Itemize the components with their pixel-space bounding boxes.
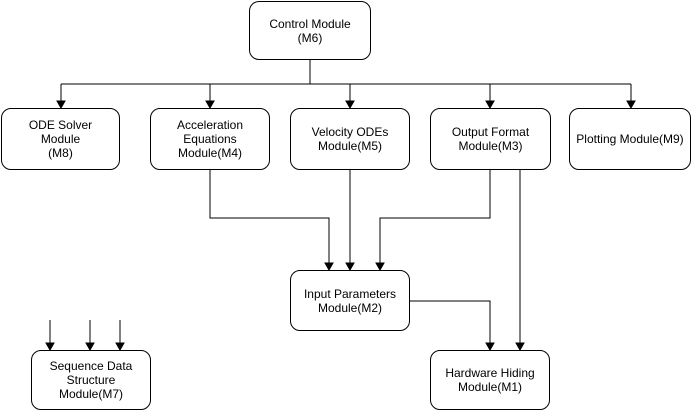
node-plotting-module[interactable]: Plotting Module(M9) [569, 108, 691, 170]
edge-m2-m1 [410, 300, 491, 343]
node-ode-solver-module[interactable]: ODE Solver Module (M8) [1, 108, 120, 170]
arrowhead-m5 [345, 100, 355, 110]
arrowhead-m2-m1 [485, 342, 495, 352]
node-label: Input Parameters Module(M2) [303, 286, 397, 315]
arrowhead-m3-m1 [515, 342, 525, 352]
node-label: Velocity ODEs Module(M5) [311, 125, 389, 153]
arrowhead-m9 [626, 100, 636, 110]
node-input-parameters-module[interactable]: Input Parameters Module(M2) [290, 270, 410, 331]
arrowhead-m4-m2 [324, 262, 334, 272]
node-label: Acceleration Equations Module(M4) [176, 118, 244, 160]
arrowhead-m3 [485, 100, 495, 110]
node-control-module[interactable]: Control Module (M6) [249, 1, 371, 60]
arrowhead-m4 [205, 100, 215, 110]
arrowhead-m7-b [85, 342, 95, 352]
edge-m3-m2 [379, 170, 491, 263]
node-label: Output Format Module(M3) [451, 125, 530, 153]
arrowhead-m7-c [115, 342, 125, 352]
node-label: Plotting Module(M9) [576, 132, 684, 146]
arrowhead-m5-m2 [345, 262, 355, 272]
node-acceleration-equations-module[interactable]: Acceleration Equations Module(M4) [150, 108, 270, 170]
node-velocity-odes-module[interactable]: Velocity ODEs Module(M5) [290, 108, 410, 170]
arrowhead-m7-a [45, 342, 55, 352]
node-label: ODE Solver Module (M8) [28, 118, 93, 160]
node-label: Control Module (M6) [269, 16, 351, 45]
arrowhead-m3-m2 [375, 262, 385, 272]
arrowhead-m8 [56, 100, 66, 110]
node-label: Sequence Data Structure Module(M7) [49, 359, 133, 401]
node-label: Hardware Hiding Module(M1) [445, 366, 535, 394]
node-hardware-hiding-module[interactable]: Hardware Hiding Module(M1) [430, 350, 550, 410]
node-sequence-data-structure-module[interactable]: Sequence Data Structure Module(M7) [31, 350, 151, 410]
node-output-format-module[interactable]: Output Format Module(M3) [430, 108, 551, 170]
edge-m4-m2 [209, 170, 330, 263]
